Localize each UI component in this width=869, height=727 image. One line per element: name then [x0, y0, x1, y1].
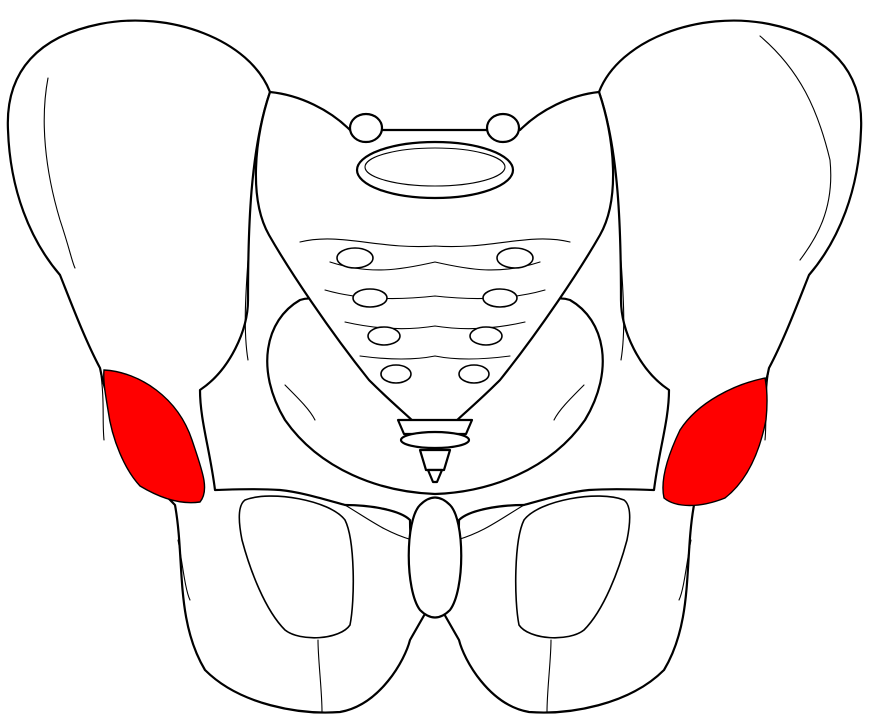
sacral-foramen — [458, 364, 490, 384]
sacrum-body — [254, 90, 615, 432]
sacral-foramen — [469, 326, 503, 346]
sacral-foramen — [352, 288, 388, 308]
left-obturator-foramen — [238, 495, 355, 639]
sacrum — [254, 90, 615, 432]
left-highlight-region — [103, 369, 206, 504]
highlighted-regions — [103, 369, 768, 507]
sacral-foramen — [496, 247, 534, 269]
sacral-foramen — [482, 288, 518, 308]
s1-body-top — [355, 140, 515, 200]
sacral-foramen — [380, 364, 412, 384]
right-hip-bone — [437, 19, 863, 714]
sacral-foramen — [336, 247, 374, 269]
right-highlight-region — [662, 377, 768, 507]
symphysis-disc — [407, 496, 463, 619]
coccyx — [396, 418, 474, 484]
left-hip-bone — [6, 19, 432, 714]
right-obturator-foramen — [514, 495, 631, 639]
sacral-foramen — [367, 326, 401, 346]
pubic-symphysis — [344, 496, 525, 619]
